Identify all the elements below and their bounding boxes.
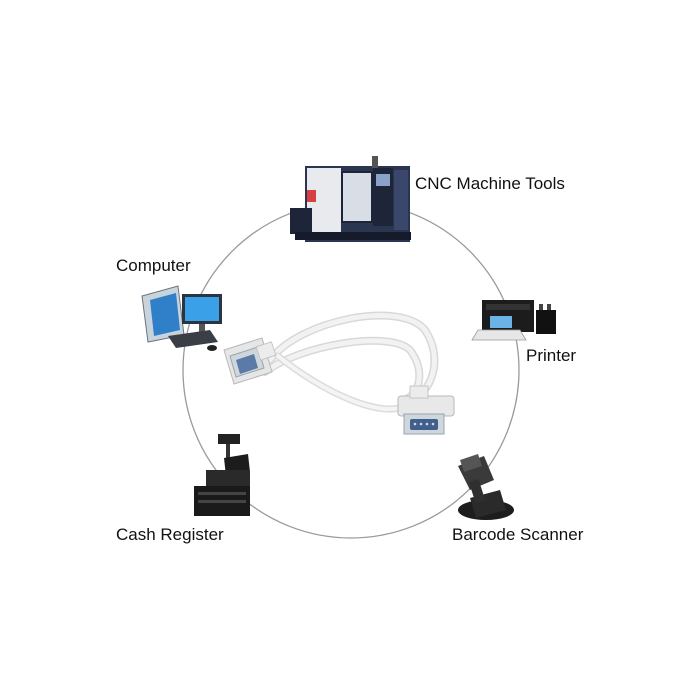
- db9-female-connector: [223, 337, 277, 385]
- printer-icon: [471, 300, 556, 341]
- label-cnc-machine-tools: CNC Machine Tools: [415, 174, 565, 193]
- barcode-scanner-icon: [458, 454, 514, 520]
- serial-cable-icon: [223, 311, 455, 435]
- label-computer: Computer: [116, 256, 191, 275]
- label-printer: Printer: [526, 346, 577, 365]
- cash-register-icon: [194, 434, 250, 516]
- computer-icon: [141, 285, 222, 351]
- db9-male-connector: [397, 385, 455, 435]
- label-cash-register: Cash Register: [116, 525, 224, 544]
- cnc-machine-icon: [290, 156, 411, 242]
- label-barcode-scanner: Barcode Scanner: [452, 525, 584, 544]
